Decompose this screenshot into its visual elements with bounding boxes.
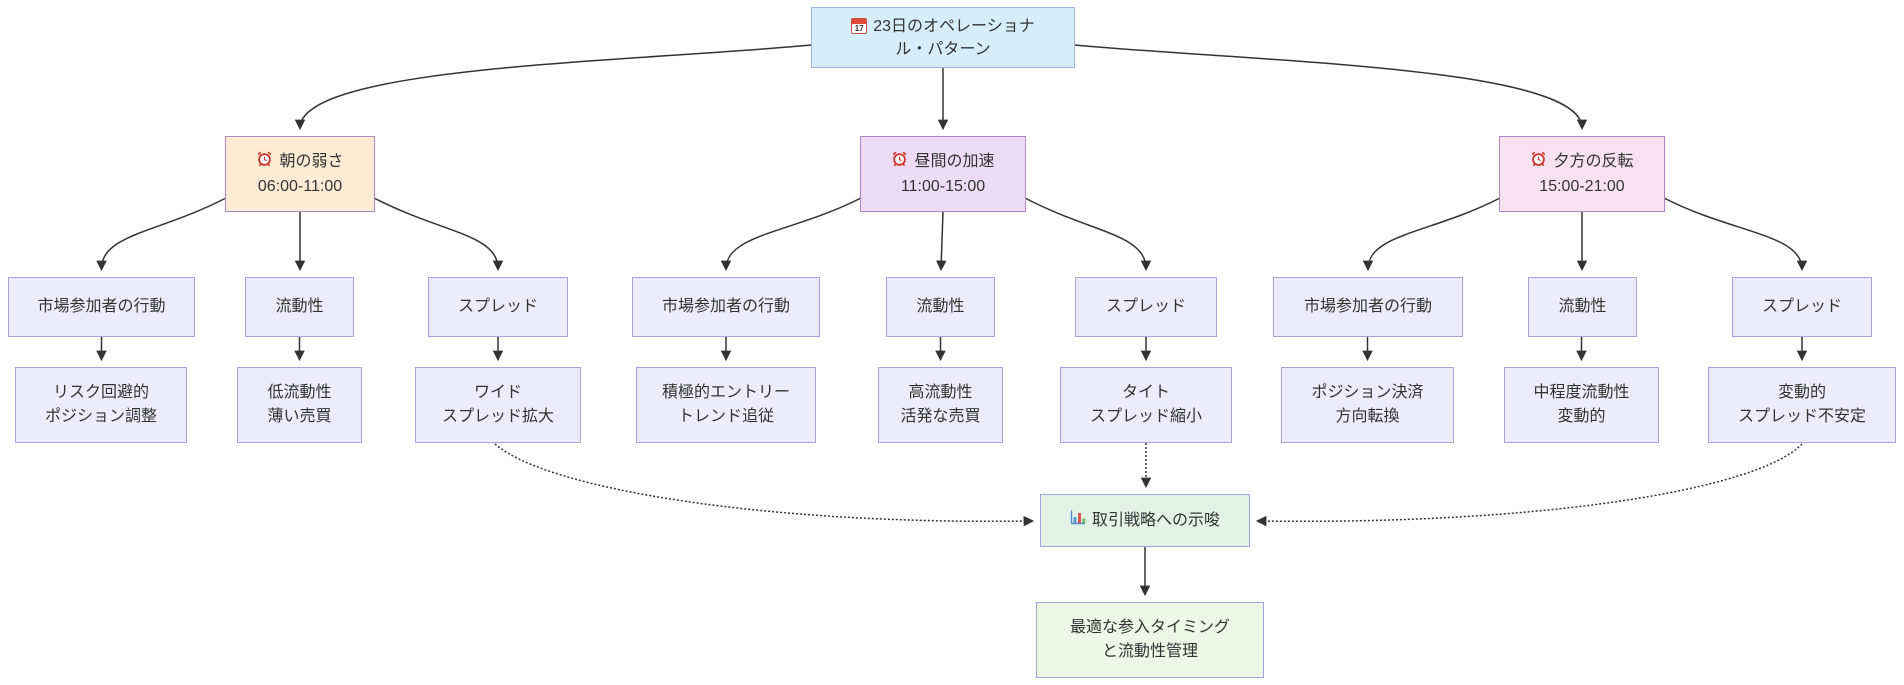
node-morning-participants: 市場参加者の行動 bbox=[8, 277, 195, 337]
node-label: 昼間の加速 bbox=[914, 153, 995, 170]
node-midday-spread-detail: タイト スプレッド縮小 bbox=[1060, 367, 1232, 443]
node-period-evening: 夕方の反転 15:00-21:00 bbox=[1499, 136, 1665, 212]
bar-chart-icon bbox=[1070, 509, 1086, 533]
node-evening-liquidity-detail: 中程度流動性 変動的 bbox=[1504, 367, 1659, 443]
node-label: 中程度流動性 bbox=[1533, 384, 1630, 401]
node-evening-liquidity: 流動性 bbox=[1528, 277, 1637, 337]
node-label: 流動性 bbox=[275, 298, 324, 315]
node-evening-participants-detail: ポジション決済 方向転換 bbox=[1281, 367, 1454, 443]
node-label: スプレッド縮小 bbox=[1089, 408, 1202, 425]
node-morning-liquidity: 流動性 bbox=[245, 277, 354, 337]
node-label: と流動性管理 bbox=[1101, 643, 1198, 660]
node-label: スプレッド bbox=[1105, 298, 1186, 315]
node-label: ポジション決済 bbox=[1311, 384, 1424, 401]
node-strategy-implications: 取引戦略への示唆 bbox=[1040, 494, 1250, 547]
node-label: 市場参加者の行動 bbox=[1303, 298, 1432, 315]
alarm-clock-icon bbox=[891, 150, 908, 175]
node-label: 流動性 bbox=[1558, 298, 1607, 315]
node-label: 取引戦略への示唆 bbox=[1091, 511, 1220, 529]
node-operational-pattern: 23日のオペレーショナ ル・パターン bbox=[811, 7, 1075, 68]
node-label: タイト bbox=[1121, 384, 1170, 401]
node-morning-spread-detail: ワイド スプレッド拡大 bbox=[415, 367, 581, 443]
node-label: 市場参加者の行動 bbox=[37, 298, 166, 315]
node-label: ポジション調整 bbox=[44, 408, 157, 425]
node-evening-participants: 市場参加者の行動 bbox=[1273, 277, 1463, 337]
node-time-range: 06:00-11:00 bbox=[257, 177, 343, 195]
node-label: 変動的 bbox=[1557, 408, 1606, 425]
node-label: 夕方の反転 bbox=[1553, 153, 1634, 170]
node-period-midday: 昼間の加速 11:00-15:00 bbox=[860, 136, 1026, 212]
node-label: スプレッド bbox=[1761, 298, 1842, 315]
node-label: 23日のオペレーショナ bbox=[873, 17, 1035, 35]
node-conclusion: 最適な参入タイミング と流動性管理 bbox=[1036, 602, 1264, 678]
alarm-clock-icon bbox=[1530, 150, 1547, 175]
node-label: トレンド追従 bbox=[677, 408, 774, 425]
node-midday-spread: スプレッド bbox=[1075, 277, 1217, 337]
node-label: スプレッド不安定 bbox=[1737, 408, 1866, 425]
node-label: 方向転換 bbox=[1335, 408, 1400, 425]
node-label: 積極的エントリー bbox=[661, 384, 790, 401]
node-time-range: 11:00-15:00 bbox=[900, 177, 986, 195]
node-label: 朝の弱さ bbox=[279, 153, 344, 170]
node-label: リスク回避的 bbox=[52, 384, 149, 401]
alarm-clock-icon bbox=[256, 150, 273, 175]
node-label: 薄い売買 bbox=[267, 408, 332, 425]
node-label: 流動性 bbox=[916, 298, 965, 315]
node-evening-spread: スプレッド bbox=[1732, 277, 1872, 337]
node-label: ル・パターン bbox=[895, 40, 991, 58]
node-label: ワイド bbox=[473, 384, 522, 401]
node-morning-participants-detail: リスク回避的 ポジション調整 bbox=[15, 367, 187, 443]
node-midday-liquidity-detail: 高流動性 活発な売買 bbox=[878, 367, 1003, 443]
node-time-range: 15:00-21:00 bbox=[1539, 177, 1625, 195]
node-period-morning: 朝の弱さ 06:00-11:00 bbox=[225, 136, 375, 212]
node-midday-liquidity: 流動性 bbox=[886, 277, 995, 337]
node-label: 低流動性 bbox=[267, 384, 332, 401]
node-label: スプレッド bbox=[457, 298, 538, 315]
node-morning-liquidity-detail: 低流動性 薄い売買 bbox=[237, 367, 362, 443]
node-midday-participants-detail: 積極的エントリー トレンド追従 bbox=[636, 367, 816, 443]
node-label: 変動的 bbox=[1777, 384, 1826, 401]
node-label: 市場参加者の行動 bbox=[661, 298, 790, 315]
node-label: 高流動性 bbox=[908, 384, 973, 401]
node-label: 活発な売買 bbox=[900, 408, 981, 425]
node-label: 最適な参入タイミング bbox=[1069, 619, 1230, 636]
calendar-icon bbox=[851, 18, 868, 34]
node-label: スプレッド拡大 bbox=[441, 408, 554, 425]
node-midday-participants: 市場参加者の行動 bbox=[632, 277, 820, 337]
node-morning-spread: スプレッド bbox=[428, 277, 568, 337]
node-evening-spread-detail: 変動的 スプレッド不安定 bbox=[1708, 367, 1896, 443]
